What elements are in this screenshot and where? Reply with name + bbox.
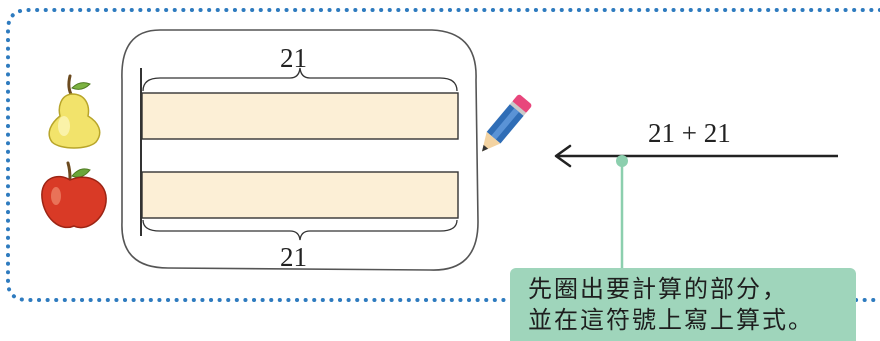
expression-label: 21 + 21 [648,118,731,148]
arrow-left-icon [554,144,838,168]
instruction-note: 先圈出要計算的部分， 並在這符號上寫上算式。 [510,268,856,341]
note-pointer-dot [616,155,628,167]
bar-apples [141,171,459,219]
top-brace [142,67,458,92]
pencil-icon [482,94,532,152]
top-value-label: 21 [280,43,307,73]
bottom-brace [142,219,458,241]
apple-icon [41,161,107,229]
instruction-line-1: 先圈出要計算的部分， [528,275,788,303]
instruction-line-2: 並在這符號上寫上算式。 [528,306,814,334]
bottom-value-label: 21 [280,242,307,272]
bar-pears [141,92,459,140]
dotted-frame [6,8,880,302]
pear-icon [48,74,101,149]
circled-region [121,29,479,271]
